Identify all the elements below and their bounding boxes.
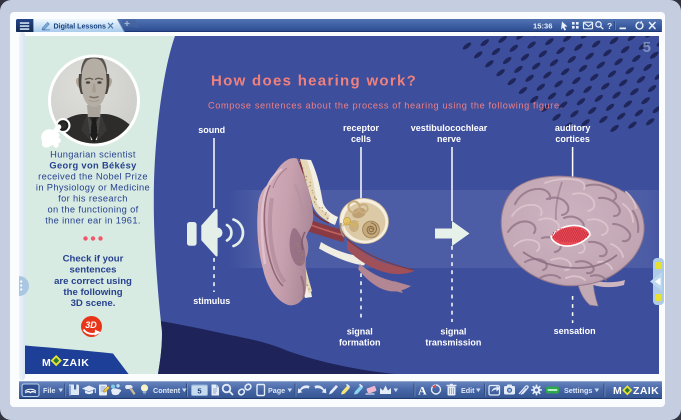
svg-text:vestibulocochlear: vestibulocochlear bbox=[411, 123, 488, 133]
svg-text:cells: cells bbox=[351, 134, 371, 144]
svg-text:Page: Page bbox=[268, 386, 285, 395]
svg-text:for his research: for his research bbox=[58, 194, 128, 204]
svg-text:A: A bbox=[418, 383, 427, 397]
svg-text:File: File bbox=[43, 386, 55, 395]
svg-text:signal: signal bbox=[440, 327, 466, 337]
svg-text:receptor: receptor bbox=[343, 123, 380, 133]
svg-text:Hungarian scientist: Hungarian scientist bbox=[50, 150, 136, 160]
svg-text:Check if your: Check if your bbox=[63, 253, 124, 264]
svg-text:cortices: cortices bbox=[555, 134, 590, 144]
svg-text:Georg von Békésy: Georg von Békésy bbox=[49, 161, 137, 171]
svg-text:are correct using: are correct using bbox=[54, 276, 132, 287]
svg-text:5: 5 bbox=[643, 39, 651, 56]
svg-text:sensation: sensation bbox=[554, 326, 596, 336]
svg-text:ZAIK: ZAIK bbox=[633, 385, 659, 397]
svg-text:signal: signal bbox=[347, 327, 373, 337]
svg-text:received the Nobel Prize: received the Nobel Prize bbox=[38, 172, 148, 182]
svg-text:M: M bbox=[42, 357, 51, 369]
svg-text:transmission: transmission bbox=[425, 338, 481, 348]
svg-text:the following: the following bbox=[63, 287, 122, 298]
svg-text:Digital Lessons: Digital Lessons bbox=[54, 22, 106, 30]
svg-text:?: ? bbox=[607, 20, 612, 30]
svg-text:How does hearing work?: How does hearing work? bbox=[211, 73, 417, 90]
svg-text:in Physiology or Medicine: in Physiology or Medicine bbox=[36, 183, 150, 193]
svg-text:M: M bbox=[613, 385, 622, 397]
svg-text:nerve: nerve bbox=[437, 134, 461, 144]
svg-text:3D: 3D bbox=[85, 320, 97, 330]
svg-text:Content: Content bbox=[153, 386, 181, 395]
svg-text:auditory: auditory bbox=[555, 123, 591, 133]
svg-text:formation: formation bbox=[339, 338, 381, 348]
svg-text:ZAIK: ZAIK bbox=[63, 357, 90, 369]
svg-text:sentences: sentences bbox=[70, 265, 117, 276]
svg-text:on the functioning of: on the functioning of bbox=[47, 205, 138, 215]
svg-text:Edit: Edit bbox=[461, 386, 475, 395]
svg-text:the inner ear in 1961.: the inner ear in 1961. bbox=[45, 216, 141, 226]
svg-text:Settings: Settings bbox=[564, 386, 592, 395]
svg-text:3D scene.: 3D scene. bbox=[71, 298, 116, 309]
svg-text:5: 5 bbox=[197, 386, 202, 395]
svg-text:stimulus: stimulus bbox=[193, 296, 230, 306]
svg-text:sound: sound bbox=[198, 125, 225, 135]
svg-text:Compose sentences about the pr: Compose sentences about the process of h… bbox=[208, 101, 563, 111]
svg-text:15:36: 15:36 bbox=[533, 21, 552, 30]
